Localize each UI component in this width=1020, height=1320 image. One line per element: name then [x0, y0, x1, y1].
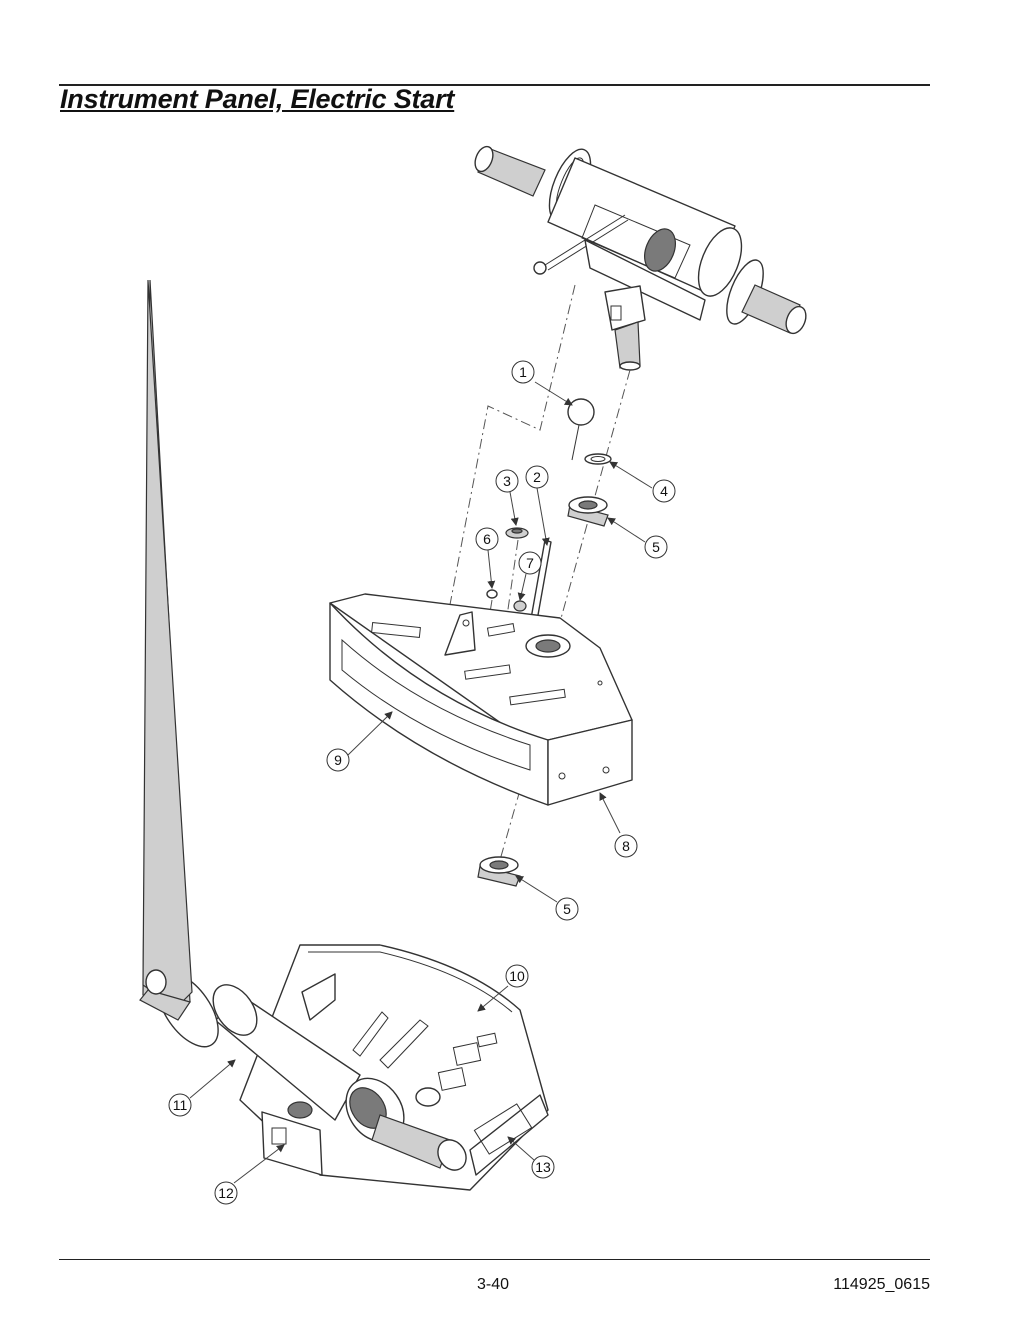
svg-text:1: 1	[519, 364, 527, 380]
document-id: 114925_0615	[833, 1276, 930, 1293]
callout-7: 7	[518, 551, 542, 575]
callout-6: 6	[475, 527, 499, 551]
svg-text:8: 8	[622, 838, 630, 854]
grommet	[505, 527, 529, 539]
svg-text:13: 13	[535, 1159, 551, 1175]
svg-text:3: 3	[503, 473, 511, 489]
callout-5-lower: 5	[555, 897, 579, 921]
callout-13: 13	[531, 1155, 555, 1179]
small-washer	[486, 589, 498, 599]
svg-text:9: 9	[334, 752, 342, 768]
callout-12: 12	[214, 1181, 238, 1205]
footer-rule	[59, 1259, 930, 1260]
svg-text:4: 4	[660, 483, 668, 499]
leader-lines	[189, 381, 653, 1184]
bearing-upper	[567, 496, 609, 527]
header-rule	[59, 84, 930, 86]
callout-9: 9	[326, 748, 350, 772]
hex-nut	[513, 600, 527, 612]
svg-text:7: 7	[526, 555, 534, 571]
ball-knob	[567, 398, 595, 461]
callout-8: 8	[614, 834, 638, 858]
callout-10: 10	[505, 964, 529, 988]
svg-text:6: 6	[483, 531, 491, 547]
svg-text:2: 2	[533, 469, 541, 485]
page-number: 3-40	[477, 1276, 510, 1293]
handlebar-assembly	[474, 145, 807, 371]
assembled-view	[139, 279, 549, 1191]
bearing-lower	[477, 856, 521, 887]
svg-text:5: 5	[652, 539, 660, 555]
callout-11: 11	[168, 1093, 192, 1117]
svg-text:11: 11	[173, 1097, 188, 1113]
svg-text:10: 10	[509, 968, 525, 984]
instrument-panel-housing	[329, 593, 633, 806]
callout-5-upper: 5	[644, 535, 668, 559]
page-title: Instrument Panel, Electric Start	[60, 84, 455, 114]
washer	[584, 453, 612, 465]
callout-4: 4	[652, 479, 676, 503]
svg-text:5: 5	[563, 901, 571, 917]
callout-3: 3	[495, 469, 519, 493]
callout-2: 2	[525, 465, 549, 489]
callout-1: 1	[511, 360, 535, 384]
svg-text:12: 12	[218, 1185, 234, 1201]
